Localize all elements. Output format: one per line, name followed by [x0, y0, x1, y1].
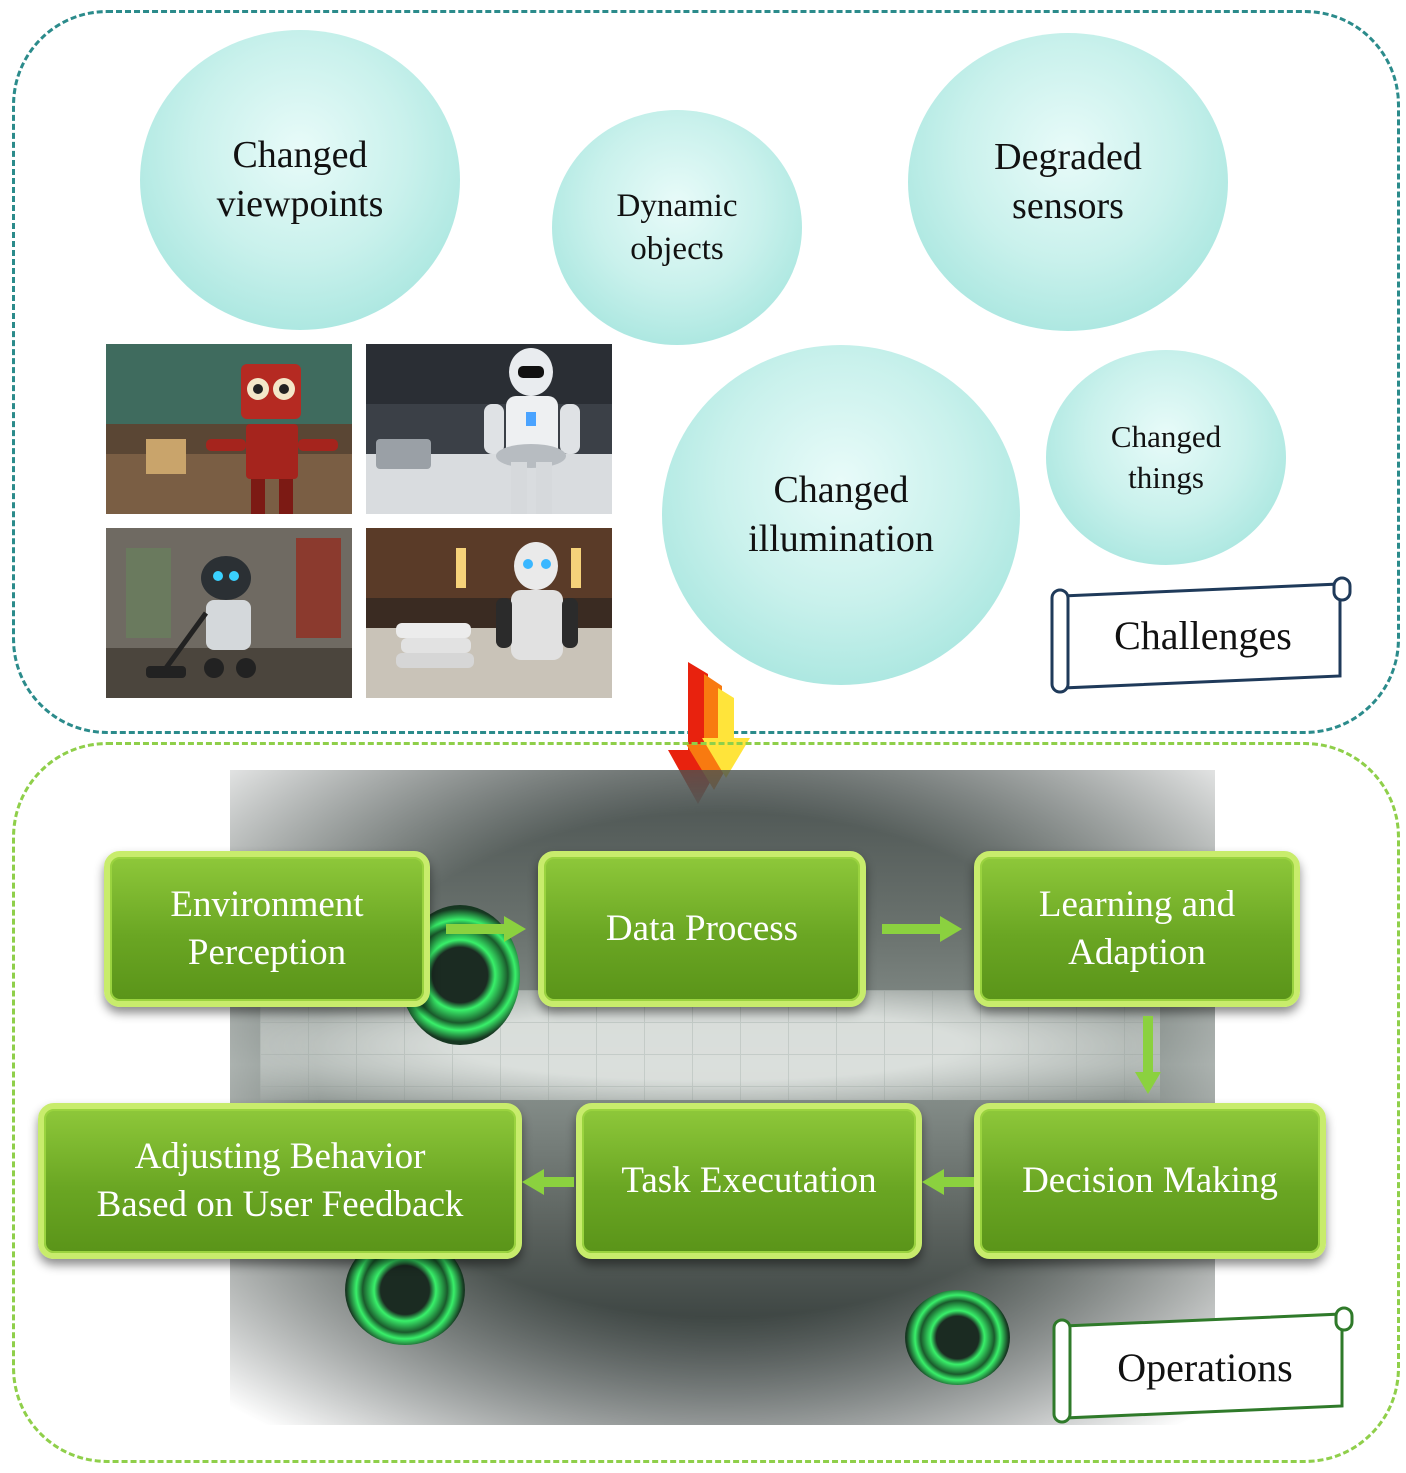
- arrow-right-icon: [446, 916, 526, 942]
- step-task-executation: Task Executation: [576, 1103, 922, 1259]
- bubble-label: Changed things: [1110, 419, 1222, 495]
- operations-label: Operations: [1117, 1344, 1293, 1390]
- robot-photo-red-robot-kitchen: [106, 344, 352, 514]
- bubble-changed-things: Changed things: [1046, 350, 1286, 565]
- bubble-degraded-sensors: Degraded sensors: [908, 33, 1228, 331]
- challenges-scroll-banner: Challenges: [1048, 576, 1352, 696]
- operations-scroll-banner: Operations: [1050, 1306, 1354, 1426]
- step-learning-and-adaption: Learning and Adaption: [974, 851, 1300, 1007]
- bubble-label: Dynamic objects: [616, 187, 738, 267]
- step-label: Decision Making: [1022, 1159, 1278, 1201]
- arrow-left-icon: [922, 1169, 974, 1195]
- step-label: Data Process: [605, 907, 799, 949]
- challenges-label: Challenges: [1114, 612, 1292, 658]
- step-adjusting-behavior: Adjusting Behavior Based on User Feedbac…: [38, 1103, 522, 1259]
- bubble-changed-illumination: Changed illumination: [662, 345, 1020, 685]
- step-label: Task Executation: [621, 1159, 877, 1201]
- arrow-down-icon: [1135, 1016, 1161, 1094]
- step-label: Environment Perception: [170, 883, 364, 973]
- bubble-label: Changed viewpoints: [216, 133, 384, 225]
- arrow-right-icon: [882, 916, 962, 942]
- bubble-label: Changed illumination: [748, 468, 934, 560]
- robot-eye-icon: [905, 1290, 1010, 1385]
- step-data-process: Data Process: [538, 851, 866, 1007]
- bubble-changed-viewpoints: Changed viewpoints: [140, 30, 460, 330]
- robot-photo-cleaning-robot: [106, 528, 352, 698]
- step-environment-perception: Environment Perception: [104, 851, 430, 1007]
- bubble-label: Degraded sensors: [994, 135, 1142, 227]
- operations-panel: [12, 742, 1400, 1463]
- bubble-dynamic-objects: Dynamic objects: [552, 110, 802, 345]
- step-label: Learning and Adaption: [1038, 883, 1236, 973]
- transition-arrow-icon: [668, 662, 750, 804]
- robot-photo-towel-robot: [366, 528, 612, 698]
- step-label: Adjusting Behavior Based on User Feedbac…: [96, 1135, 464, 1225]
- arrow-left-icon: [522, 1169, 574, 1195]
- robot-photo-white-robot-cooking: [366, 344, 612, 514]
- step-decision-making: Decision Making: [974, 1103, 1326, 1259]
